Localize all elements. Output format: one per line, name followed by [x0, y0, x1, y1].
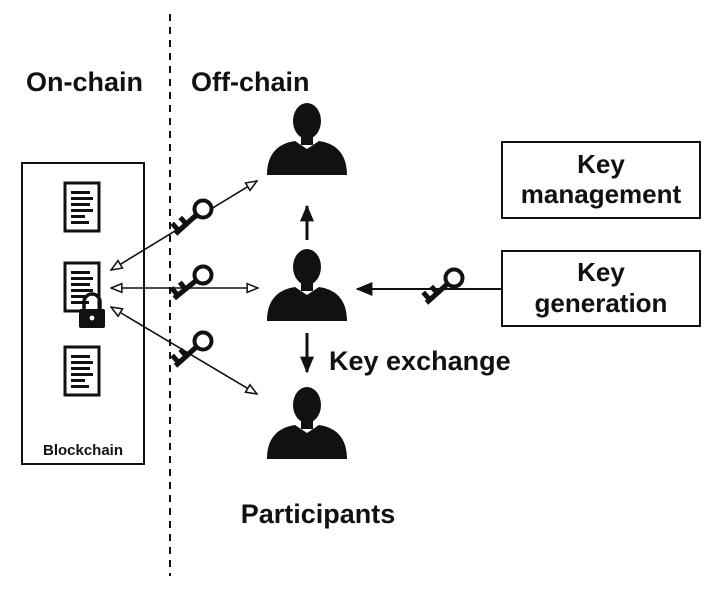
- person-icon: [267, 249, 347, 321]
- key-management-line1: Key: [577, 149, 625, 179]
- key-icon: [165, 259, 217, 307]
- key-generation-line1: Key: [577, 257, 625, 287]
- participants-label: Participants: [241, 499, 396, 529]
- person-icon: [267, 103, 347, 175]
- key-icon: [166, 193, 218, 243]
- person-icon: [267, 387, 347, 459]
- key-exchange-label: Key exchange: [329, 346, 511, 376]
- key-generation-box: [501, 250, 701, 327]
- document-icon: [63, 181, 101, 233]
- key-management-box: [501, 141, 701, 219]
- key-management-line2: management: [521, 179, 682, 209]
- lock-icon: [79, 292, 105, 328]
- key-icon: [417, 262, 469, 312]
- on-chain-label: On-chain: [26, 67, 143, 97]
- document-icon: [63, 345, 101, 397]
- encrypted-document-icon: [63, 261, 101, 313]
- blockchain-label: Blockchain: [43, 442, 123, 459]
- off-chain-label: Off-chain: [191, 67, 310, 97]
- key-generation-line2: generation: [535, 288, 668, 318]
